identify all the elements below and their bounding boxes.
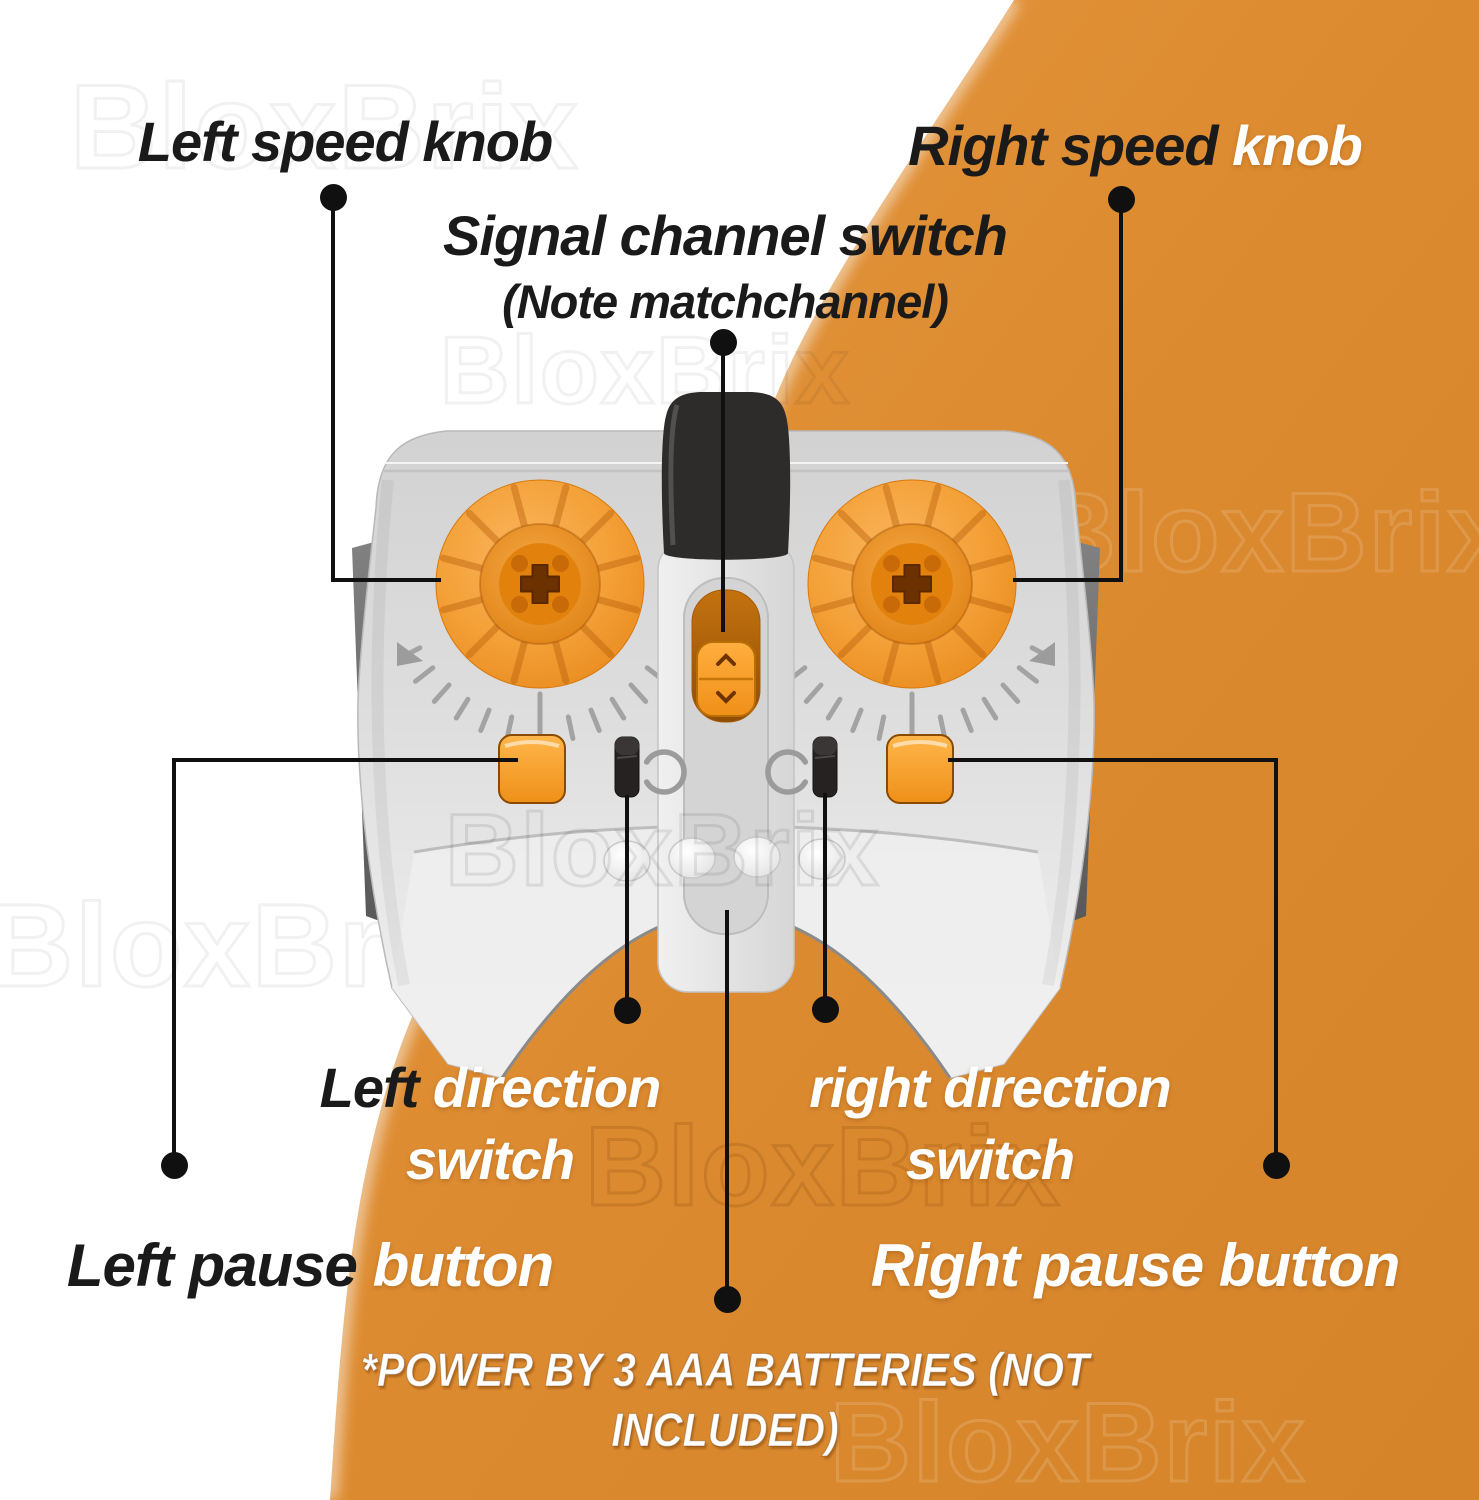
label-right-pause-button: Right pause button xyxy=(870,1232,1401,1299)
stud xyxy=(798,838,846,880)
right-rotation-mark-icon xyxy=(765,749,809,795)
left-pause-callout-line xyxy=(172,758,176,1165)
label-part-white: direction xyxy=(418,1056,661,1119)
label-part-white: button xyxy=(356,1232,555,1299)
right-speed-callout-line xyxy=(1013,578,1123,582)
left-direction-callout-line xyxy=(625,795,629,1010)
right-pause-callout-dot xyxy=(1263,1152,1290,1179)
signal-callout-dot xyxy=(710,329,737,356)
right-speed-callout-line xyxy=(1119,199,1123,582)
label-part-white: knob xyxy=(1217,114,1363,177)
lower-face-panel xyxy=(392,826,1060,1078)
left-pause-callout-dot xyxy=(161,1152,188,1179)
right-speed-callout-dot xyxy=(1108,186,1135,213)
remote-control xyxy=(352,392,1100,1079)
left-speed-callout-line xyxy=(331,197,335,582)
ir-antenna xyxy=(661,392,791,560)
label-part-black: Left pause xyxy=(66,1232,358,1299)
left-speed-callout-dot xyxy=(320,184,347,211)
label-left-speed-knob: Left speed knob xyxy=(137,110,553,173)
label-signal-channel-switch: Signal channel switch (Note matchchannel… xyxy=(395,200,1055,332)
left-speed-callout-line xyxy=(331,578,441,582)
label-right-direction-switch: right direction switch xyxy=(760,1052,1220,1195)
label-line: Left direction xyxy=(260,1052,720,1124)
label-part-black: Right speed xyxy=(908,114,1218,177)
label-left-pause-button: Left pause button xyxy=(50,1228,570,1305)
battery-callout-line xyxy=(725,910,729,1299)
label-part-black: Left xyxy=(319,1056,420,1119)
right-pause-callout-line xyxy=(1274,758,1278,1165)
stud xyxy=(668,837,716,879)
signal-callout-line xyxy=(721,342,725,632)
right-pause-callout-line xyxy=(948,758,1278,762)
label-left-direction-switch: Left direction switch xyxy=(260,1052,720,1195)
right-shade xyxy=(1042,479,1081,987)
right-pause-button xyxy=(885,733,955,805)
left-direction-switch xyxy=(614,736,640,798)
left-direction-callout-dot xyxy=(614,997,641,1024)
left-pause-button xyxy=(498,734,566,804)
label-line: switch xyxy=(905,1127,1075,1191)
label-line: (Note matchchannel) xyxy=(502,274,949,328)
right-direction-callout-dot xyxy=(812,996,839,1023)
battery-callout-dot xyxy=(714,1286,741,1313)
left-speed-knob xyxy=(435,479,645,689)
label-line: right direction xyxy=(809,1056,1171,1119)
antenna-highlight xyxy=(668,404,680,546)
label-line: switch xyxy=(405,1127,575,1191)
label-battery-note: *POWER BY 3 AAA BATTERIES (NOT INCLUDED) xyxy=(360,1342,1090,1457)
signal-channel-switch xyxy=(696,641,756,717)
label-line: Signal channel switch xyxy=(442,204,1008,267)
right-direction-switch xyxy=(812,736,838,798)
left-pause-callout-line xyxy=(174,758,518,762)
label-right-speed-knob: Right speed knob xyxy=(885,110,1385,182)
left-rotation-mark-icon xyxy=(643,749,687,795)
right-speed-knob xyxy=(808,480,1016,688)
left-shade xyxy=(371,479,410,987)
stud xyxy=(733,836,781,878)
right-direction-callout-line xyxy=(823,793,827,1009)
